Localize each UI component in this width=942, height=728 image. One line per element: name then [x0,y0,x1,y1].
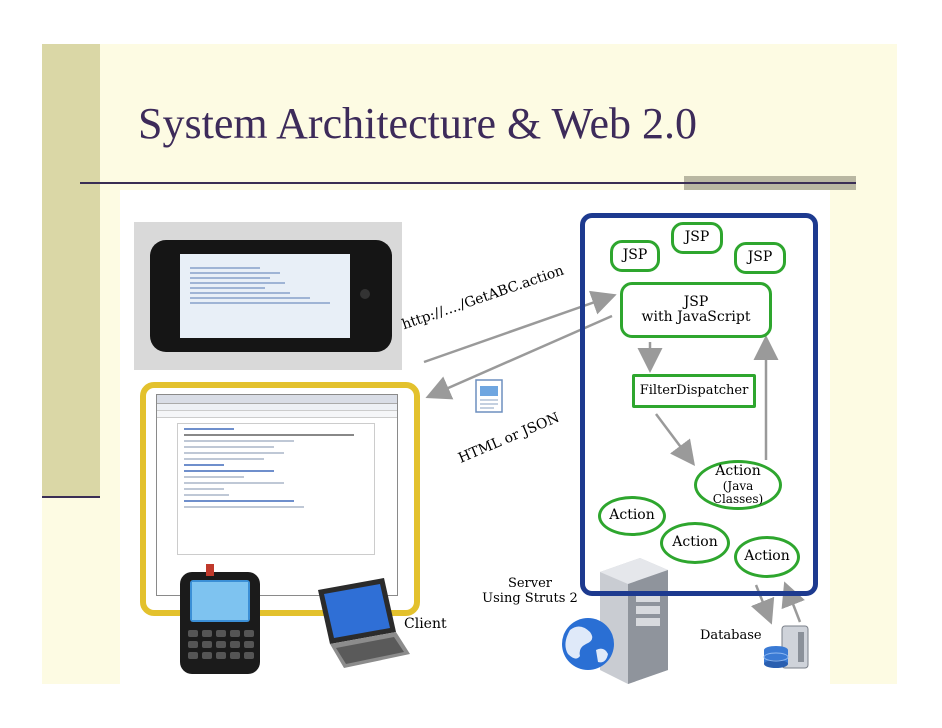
filter-dispatcher-node: FilterDispatcher [632,374,756,408]
document-icon [475,379,503,413]
client-browser-frame [140,382,420,616]
server-box [580,213,818,596]
filter-to-action-arrow [655,413,695,466]
server-label: Server Using Struts 2 [482,576,578,606]
jsp-node-right: JSP [734,242,786,274]
title-rule [80,182,828,184]
action-java-classes-node: Action (Java Classes) [694,460,782,510]
ipod-home-button [360,289,370,299]
action-node-a: Action [598,496,666,536]
action-node-c: Action [734,536,800,578]
jsp-node-left: JSP [610,240,660,272]
left-accent-bar-line [42,496,100,498]
server-icon [600,558,668,684]
title-rule-accent-line [684,182,856,184]
browser-screenshot [156,394,398,596]
globe-icon [562,618,614,670]
jsp-javascript-node: JSP with JavaScript [620,282,772,338]
jsp-node-top: JSP [671,222,723,254]
slide-title: System Architecture & Web 2.0 [138,99,697,148]
left-accent-bar-bottom [42,184,100,496]
database-icon [763,625,809,669]
client-label: Client [404,616,447,632]
laptop-icon [318,578,410,668]
database-label: Database [700,628,762,643]
ipod-screen [180,254,350,338]
server-to-db-arrow [750,584,775,625]
action-node-b: Action [660,522,730,564]
blackberry-icon [180,564,260,674]
left-accent-bar-top [42,44,100,184]
